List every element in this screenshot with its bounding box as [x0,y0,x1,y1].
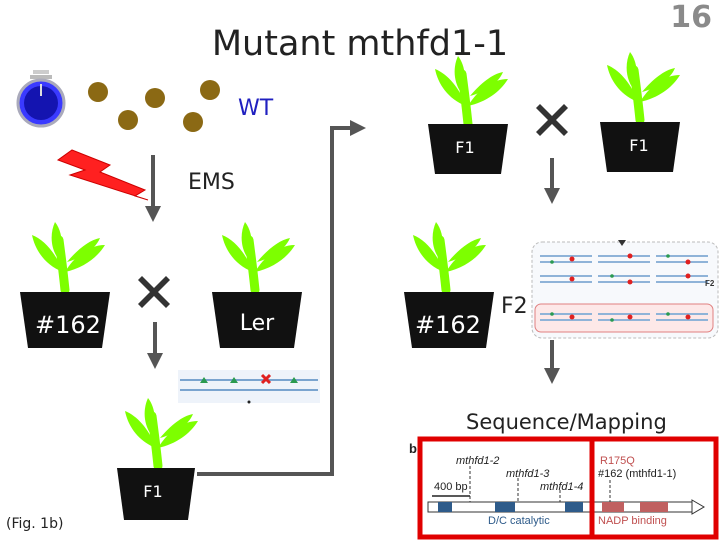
allele-label-3: mthfd1-3 [506,468,550,480]
domain-catalytic-label: D/C catalytic [488,515,550,527]
arrow-to-sequence [544,340,560,384]
page-number: 16 [670,0,712,35]
pot-label-f1-top-left: F1 [455,138,475,157]
f2-label: F2 [501,294,528,319]
cross-icon-1 [138,276,170,308]
panel-letter: b [409,441,417,456]
mutation-label: R175Q [600,455,635,467]
gene-model [427,466,705,515]
sequence-mapping-label: Sequence/Mapping [466,410,667,434]
marker-strip [178,370,320,404]
scale-label: 400 bp [434,481,468,493]
arrow-to-f2 [544,158,560,204]
pot-label-f1-top-right: F1 [629,136,649,155]
ems-label: EMS [188,170,235,195]
cross-icon-2 [536,104,568,136]
plant-f1-top-left [428,56,508,174]
plant-162-left [20,222,110,348]
mutation-note: #162 (mthfd1-1) [598,468,677,480]
seeds [88,80,220,132]
domain-nadp-label: NADP binding [598,515,667,527]
highlight-box-right [589,436,719,540]
wt-label: WT [238,96,274,121]
allele-label-4: mthfd1-4 [540,481,584,493]
arrow-to-f1 [147,322,163,369]
plant-f1-bottom [117,398,198,520]
allele-label-2: mthfd1-2 [456,455,500,467]
pot-label-162-right: #162 [415,311,481,339]
mapping-panel-tag: F2 [705,279,715,288]
pot-label-f1-bottom: F1 [143,482,163,501]
arrow-f1-to-top [197,120,366,476]
lightning-icon [56,149,149,201]
light-bulb-icon [16,70,66,128]
arrow-ems-down [145,155,161,222]
figure-reference: (Fig. 1b) [6,516,64,532]
plant-f1-top-right [600,52,680,172]
pot-label-ler: Ler [239,311,275,336]
plant-162-right [404,222,494,348]
f2-mapping-panel [531,240,719,339]
plant-ler [212,222,302,348]
pot-label-162-left: #162 [35,311,101,339]
